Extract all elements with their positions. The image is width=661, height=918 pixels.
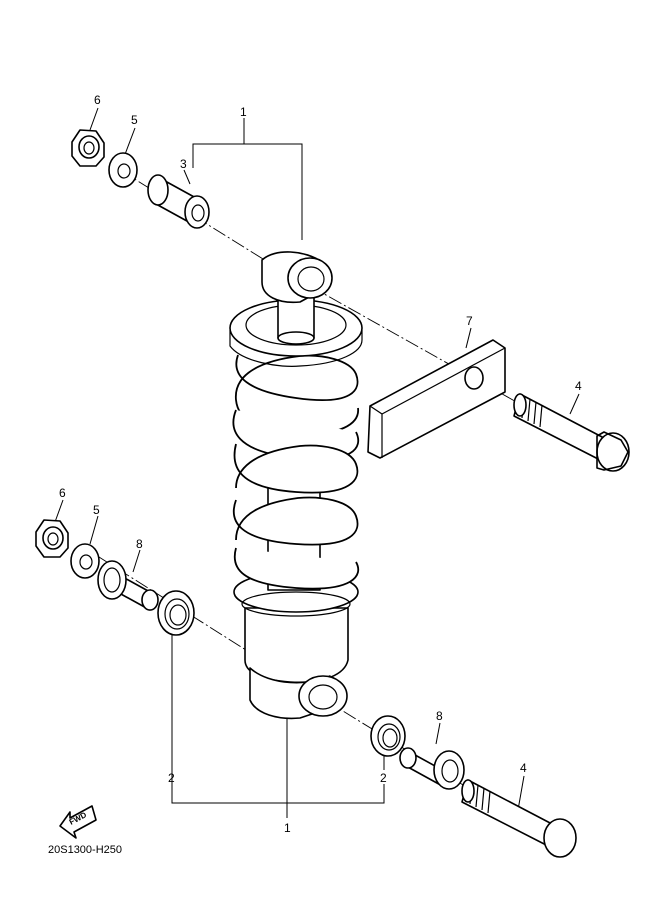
mounting-bracket xyxy=(367,339,506,459)
callout-collar-top: 3 xyxy=(180,157,187,171)
washer-top xyxy=(108,152,138,188)
shock-absorber xyxy=(229,251,363,720)
callout-labels: 1 3 5 6 7 4 6 5 8 2 2 8 4 1 xyxy=(59,93,582,835)
oil-seal-left xyxy=(157,590,195,636)
callout-bolt-top: 4 xyxy=(575,379,582,393)
oil-seal-right xyxy=(370,715,406,757)
callout-washer-bottom: 5 xyxy=(93,503,100,517)
callout-nut-bottom: 6 xyxy=(59,486,66,500)
bolt-top xyxy=(513,393,630,472)
washer-bottom xyxy=(70,543,100,579)
callout-collar-left: 8 xyxy=(136,537,143,551)
callout-collar-right: 8 xyxy=(436,709,443,723)
callout-nut-top: 6 xyxy=(94,93,101,107)
leader-lines xyxy=(54,107,580,818)
callout-shock-assembly-bottom: 1 xyxy=(284,821,291,835)
collar-top xyxy=(147,174,210,229)
bolt-bottom xyxy=(461,779,577,858)
collar-right xyxy=(399,747,465,790)
callout-washer-top: 5 xyxy=(131,113,138,127)
callout-bracket: 7 xyxy=(466,314,473,328)
callout-shock-assembly-top: 1 xyxy=(240,105,247,119)
fwd-arrow-icon: FWD xyxy=(59,805,97,839)
collar-left xyxy=(97,560,159,611)
callout-seal-right: 2 xyxy=(380,771,387,785)
callout-bolt-bottom: 4 xyxy=(520,761,527,775)
callout-seal-left: 2 xyxy=(168,771,175,785)
hex-nut-top xyxy=(71,129,105,167)
hex-nut-bottom xyxy=(35,519,69,558)
diagram-code: 20S1300-H250 xyxy=(48,844,122,856)
